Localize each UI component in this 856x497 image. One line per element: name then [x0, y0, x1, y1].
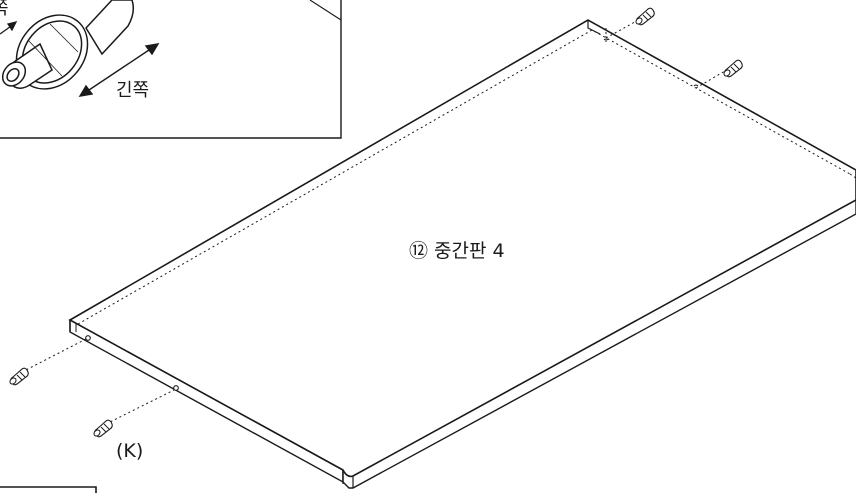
detail-frame	[0, 0, 342, 139]
panel-label: ⑫ 중간판 4	[409, 240, 505, 262]
short-side-arrow	[0, 21, 18, 35]
long-side-arrow	[78, 43, 160, 97]
detail-inset	[0, 0, 342, 139]
enlarged-dowel	[1, 0, 135, 90]
dowel-hole	[173, 385, 179, 391]
dowel-hole	[85, 335, 91, 341]
short-side-label: 쪽	[0, 0, 9, 19]
next-step-frame	[0, 486, 97, 493]
long-side-label: 긴쪽	[116, 80, 150, 101]
middle-panel	[68, 19, 856, 489]
assembly-guides	[21, 17, 731, 425]
part-label: (K)	[116, 440, 144, 462]
